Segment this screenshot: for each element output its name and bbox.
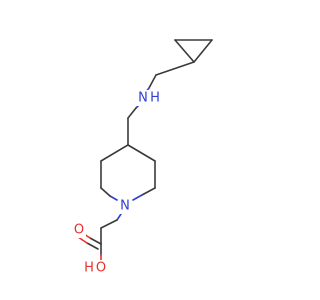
atom-label-hydroxyl-bg [81, 260, 109, 276]
atom-label-nh-bg [136, 90, 160, 106]
bond-c-eq-o-1-carbon [89, 237, 102, 245]
bond-ring-c4-c3 [127, 144, 156, 162]
bond-ring-n-c6-carbon [100, 187, 111, 197]
bond-nh-ch2-carbon [127, 107, 137, 119]
atom-label-carbonyl-o-bg [72, 222, 86, 238]
amine-nitrogen-symbol: N [138, 91, 148, 106]
bond-ch2-nh-carbon [148, 74, 157, 89]
hydroxyl-oxygen-symbol: O [96, 261, 106, 276]
bond-cp-ch2 [155, 61, 195, 76]
piperidine-ring [100, 144, 156, 201]
cyclopropyl-ring [174, 39, 213, 63]
bond-n-ch2-nitrogen [116, 213, 122, 221]
amine-hydrogen-symbol: H [150, 91, 160, 106]
atom-label-hydroxyl: H O [81, 260, 109, 276]
atom-label-carbonyl-o: O [72, 222, 86, 238]
bond-cyclopropyl-b [174, 39, 195, 63]
bond-n-ch2-carbon [100, 219, 118, 229]
hydroxyl-hydrogen-symbol: H [84, 261, 94, 276]
bond-ring-c2-n-nitrogen [132, 194, 143, 201]
atom-label-nh: N H [136, 90, 160, 106]
bond-ring-c2-n-carbon [141, 187, 156, 196]
ring-nitrogen-symbol: N [120, 199, 130, 214]
bond-c-eq-o-2-carbon [86, 242, 99, 250]
atom-label-ring-n-bg [118, 198, 132, 214]
atom-label-ring-n: N [118, 198, 132, 214]
bond-ring-c5-c4 [100, 144, 129, 162]
bond-cyclopropyl-c [193, 39, 213, 63]
bond-ring-n-c6-nitrogen [109, 195, 118, 201]
chemical-structure: N H N O H O [72, 39, 213, 276]
carbonyl-oxygen-symbol: O [74, 223, 84, 238]
